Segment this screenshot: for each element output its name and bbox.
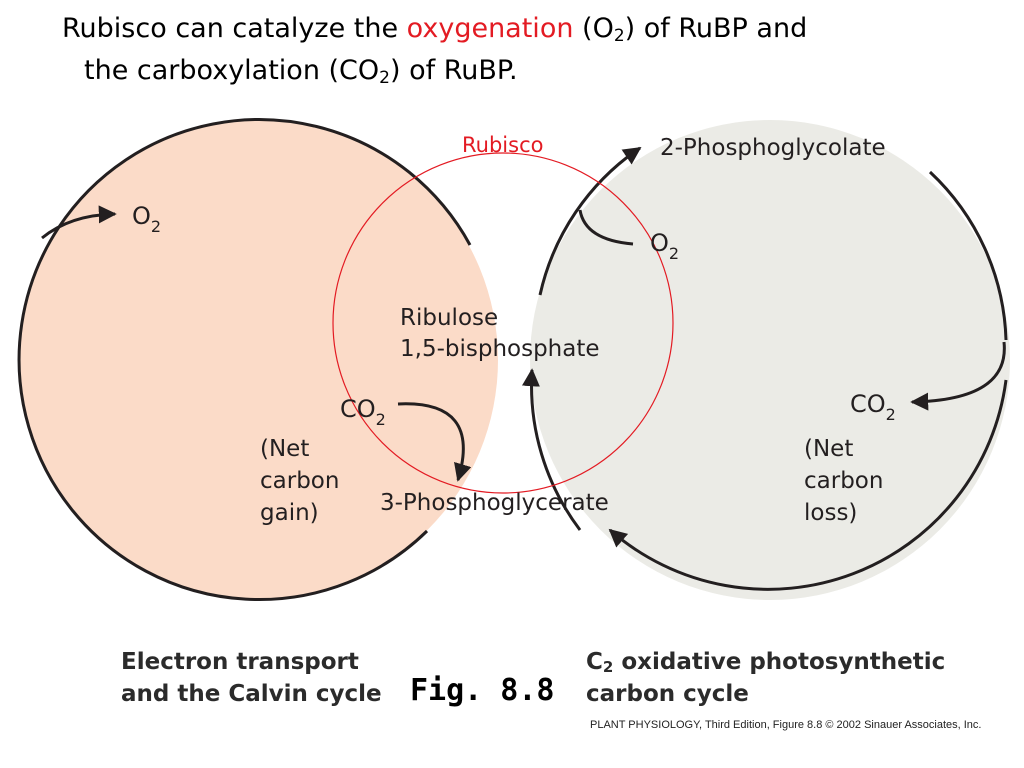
right-o2-label: O2 — [650, 229, 679, 263]
calvin-cycle-circle — [18, 120, 498, 600]
c2-cycle-circle — [530, 120, 1010, 600]
rubisco-circle — [332, 152, 674, 494]
o2-input-curve — [578, 209, 634, 246]
c2-cycle-arc-left — [538, 146, 642, 296]
right-co2-label: CO2 — [850, 390, 896, 424]
phosphoglycolate-label: 2-Phosphoglycolate — [660, 135, 886, 161]
phosphoglycerate-label: 3-Phosphoglycerate — [380, 490, 609, 516]
net-gain-line1: (Net — [260, 436, 309, 462]
source-credit: PLANT PHYSIOLOGY, Third Edition, Figure … — [590, 719, 982, 731]
c2-cycle-arc-right — [928, 170, 1008, 341]
left-co2-label: CO2 — [340, 395, 386, 429]
slide-title: Rubisco can catalyze the oxygenation (O2… — [62, 13, 808, 88]
rubp-label-line1: Ribulose — [400, 305, 498, 331]
c2-return-arc — [521, 368, 582, 531]
left-o2-label: O2 — [132, 202, 161, 236]
calvin-cycle-arc — [17, 118, 472, 601]
figure-number: Fig. 8.8 — [410, 673, 555, 708]
net-loss-line2: carbon — [804, 468, 883, 494]
net-gain-line2: carbon — [260, 468, 339, 494]
net-loss-line3: loss) — [804, 500, 857, 526]
rubisco-label: Rubisco — [462, 133, 543, 157]
net-gain-line3: gain) — [260, 500, 319, 526]
c2-cycle-arc-bottom — [608, 379, 1008, 591]
co2-input-arrow — [397, 402, 472, 482]
c2-cycle-caption: C2 oxidative photosynthetic carbon cycle — [586, 649, 946, 707]
oxygenation-highlight: oxygenation — [406, 13, 574, 44]
rubp-label-line2: 1,5-bisphosphate — [400, 336, 600, 362]
calvin-cycle-caption: Electron transport and the Calvin cycle — [121, 649, 382, 707]
co2-release-arrow — [910, 341, 1006, 411]
net-loss-line1: (Net — [804, 436, 853, 462]
o2-arrow-left — [41, 205, 117, 240]
